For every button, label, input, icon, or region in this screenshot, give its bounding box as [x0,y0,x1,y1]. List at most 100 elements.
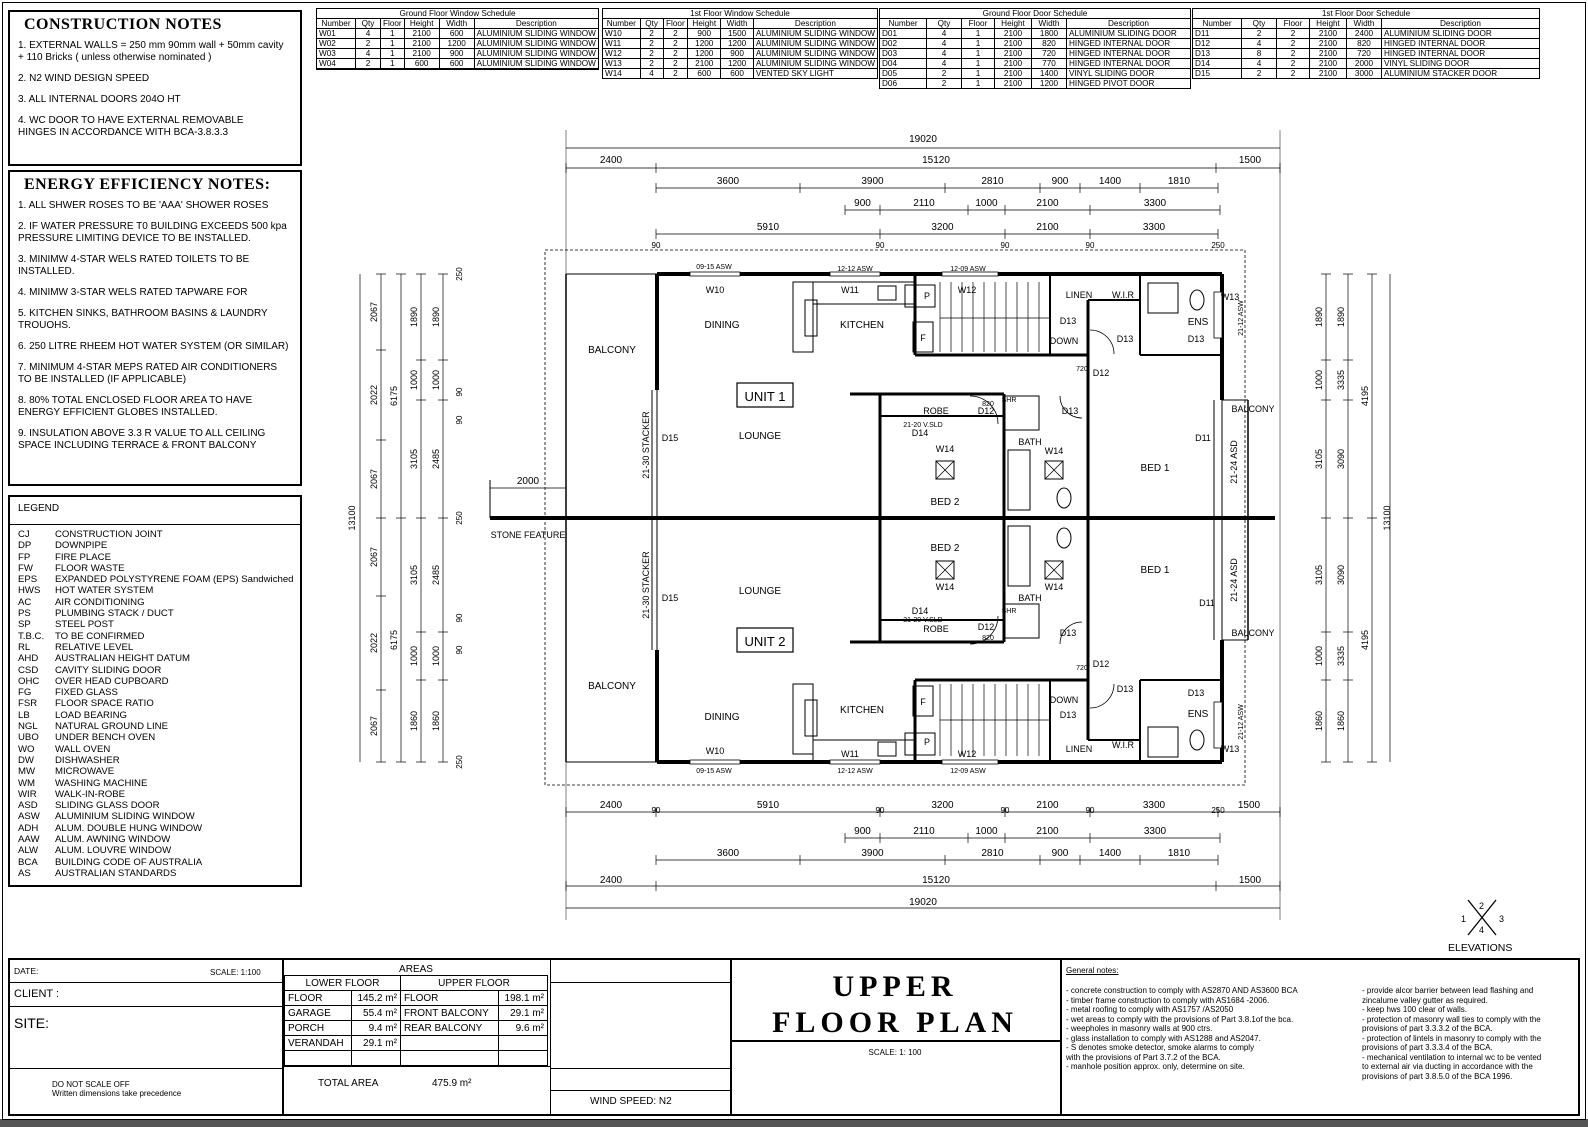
dim-value: 5910 [757,800,780,811]
general-notes-right: - provide alcor barrier between lead fla… [1362,986,1572,1081]
dim-value: 1890 [1314,307,1324,327]
schedule-cell: W02 [316,38,356,49]
legend-code: LB [18,709,30,721]
elevations-label: ELEVATIONS [1448,942,1513,954]
legend-desc: STEEL POST [55,619,114,631]
schedule-cell: 1200 [687,38,722,49]
upper-floor-header: UPPER FLOOR [399,975,549,991]
note-item: 6. 250 LITRE RHEEM HOT WATER SYSTEM (OR … [18,341,289,352]
note-item: 3. ALL INTERNAL DOORS 204O HT [18,94,181,105]
room-linen: LINEN [1066,290,1093,300]
schedule-cell: ALUMINIUM SLIDING WINDOW [752,38,879,49]
door-swing-arc [1089,683,1115,709]
dim-value: 1500 [1238,800,1261,811]
schedule-cell: 1 [380,58,405,69]
areas-cell [497,1035,549,1051]
shower-label-u2: SHR [1002,608,1017,615]
energy-notes-list: 1. ALL SHWER ROSES TO BE 'AAA' SHOWER RO… [10,200,295,452]
dim-wall: 90 [1086,806,1095,815]
schedule-cell: W04 [316,58,356,69]
energy-notes-panel: ENERGY EFFICIENCY NOTES: 1. ALL SHWER RO… [8,170,302,486]
general-notes: General notes: - concrete construction t… [1062,960,1578,1114]
schedule-header: Width [720,18,754,29]
schedule-header: Height [994,18,1032,29]
schedule-cell: ALUMINIUM SLIDING DOOR [1066,28,1191,39]
window-symbol [689,759,741,765]
cooktop-icon [877,285,897,301]
schedule-cell: 2100 [403,38,440,49]
note-item: 9. INSULATION ABOVE 3.3 R VALUE TO ALL C… [18,428,266,451]
dim-wall: 90 [652,241,661,250]
schedule-cell: 2 [355,58,381,69]
construction-notes-title: CONSTRUCTION NOTES [24,16,222,33]
dim-value: 1000 [431,370,441,390]
schedule-cell [473,68,600,70]
room-robe: ROBE [923,406,949,416]
legend-code: FP [18,551,31,563]
construction-notes-list: 1. EXTERNAL WALLS = 250 mm 90mm wall + 5… [10,40,290,139]
dim-value: 1000 [409,646,419,666]
tag-d14: D14 [912,428,929,438]
dim-value: 2400 [600,800,623,811]
note-item: 1. EXTERNAL WALLS = 250 mm 90mm wall + 5… [18,40,284,63]
dim-wall: 250 [455,267,464,281]
dim-value: 1810 [1168,848,1191,859]
skylight-cross [1044,460,1064,480]
room-lounge-u2: LOUNGE [739,586,782,597]
schedule-cell: 2 [662,68,689,79]
dim-value: 2022 [369,385,379,405]
tag-w14-u2: W14 [936,582,955,592]
legend-desc: FIXED GLASS [55,687,118,699]
schedule-cell: VINYL SLIDING DOOR [1381,58,1540,69]
schedule-cell: 2100 [1309,38,1347,49]
dim-wall: 90 [455,645,464,654]
schedule-cell: 1500 [720,28,754,39]
schedule-cell: 2 [662,58,689,69]
schedule-cell: 4 [926,48,962,59]
dim-value: 4195 [1360,630,1370,650]
schedule-cell: 600 [438,58,475,69]
fridge-box-u2 [912,685,934,717]
schedule-cell: HINGED INTERNAL DOOR [1066,58,1191,69]
schedule-cell: 1 [380,38,405,49]
schedule-header: Height [1309,18,1347,29]
schedule-header: Height [687,18,722,29]
legend-code: FG [18,687,32,699]
dim-value: 1400 [1099,176,1122,187]
stair-down-label-u2: DOWN [1050,695,1079,705]
legend-code: WO [18,743,35,755]
schedule-cell: 600 [403,58,440,69]
schedule-header: Number [1192,18,1242,29]
dim-value: 1810 [1168,176,1191,187]
unit2-label-box [736,627,794,653]
dim-value: 1890 [409,307,419,327]
tag-w13: W13 [1221,292,1240,302]
pantry-box-u2 [904,732,936,756]
general-note-line: provisions of part 3.3.3.4 of the BCA. [1362,1043,1493,1052]
legend-code: FW [18,562,33,574]
unit1-label: UNIT 1 [745,389,786,404]
schedule-cell: W14 [602,68,641,79]
note-item: 8. 80% TOTAL ENCLOSED FLOOR AREA TO HAVE… [18,395,253,418]
schedule-cell: 2 [639,38,664,49]
legend-desc: MICROWAVE [55,766,115,778]
schedule-cell: 900 [687,28,722,39]
dim-value: 3600 [717,176,740,187]
ens-shower-u2 [1147,726,1179,758]
schedule-cell: 820 [1346,38,1382,49]
areas-cell [399,1050,499,1066]
schedule-title: Ground Floor Door Schedule [879,8,1191,19]
schedule-cell: 2100 [994,78,1032,89]
schedule-cell: 2 [926,68,962,79]
skylight-cross [1044,460,1064,480]
schedule-cell: D11 [1192,28,1242,39]
dim-value: 3335 [1336,646,1346,666]
